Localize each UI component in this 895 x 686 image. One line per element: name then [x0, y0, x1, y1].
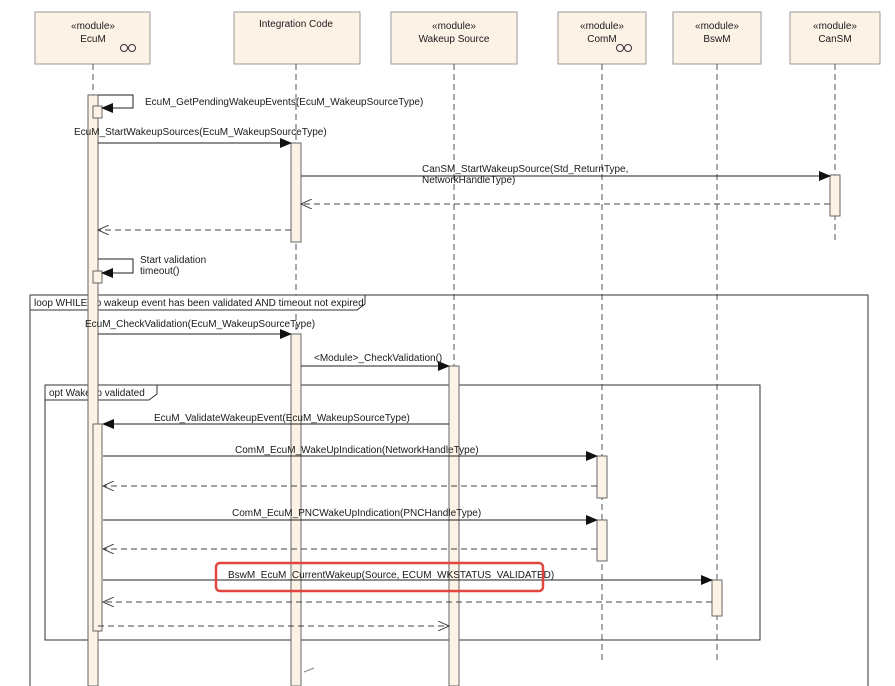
ecum-validate-activation: [92, 423, 103, 632]
message-label: timeout(): [140, 266, 179, 277]
message-1: EcuM_GetPendingWakeupEvents(EcuM_WakeupS…: [98, 94, 423, 113]
fragment-frame: [29, 294, 869, 686]
message-14: BswM_EcuM_CurrentWakeup(Source, ECUM_WKS…: [103, 561, 713, 593]
message-9: EcuM_ValidateWakeupEvent(EcuM_WakeupSour…: [102, 413, 449, 429]
fragment-frame: [44, 384, 761, 641]
message-7: EcuM_CheckValidation(EcuM_WakeupSourceTy…: [85, 319, 315, 339]
participant-stereotype: «module»: [695, 21, 739, 32]
participant-stereotype: «module»: [580, 21, 624, 32]
wake-activation: [448, 365, 460, 686]
participant-name: BswM: [703, 34, 730, 45]
participant-stereotype: «module»: [71, 21, 115, 32]
participant-box: [789, 11, 881, 65]
participant-box: [233, 11, 361, 65]
message-label: NetworkHandleType): [422, 175, 515, 186]
participant-box: [557, 11, 647, 65]
participant-box: [390, 11, 518, 65]
participant-stereotype: «module»: [813, 21, 857, 32]
message-label: EcuM_CheckValidation(EcuM_WakeupSourceTy…: [85, 319, 315, 330]
message-label: EcuM_ValidateWakeupEvent(EcuM_WakeupSour…: [154, 413, 410, 424]
fragment-tab: [44, 384, 158, 401]
message-label: ComM_EcuM_PNCWakeUpIndication(PNCHandleT…: [232, 508, 481, 519]
message-label: ComM_EcuM_WakeUpIndication(NetworkHandle…: [235, 445, 479, 456]
participant-name: CanSM: [818, 34, 851, 45]
comm-activation: [596, 455, 608, 499]
participant-wake: «module» Wakeup Source: [390, 11, 518, 65]
fragment-loop: loop WHILE no wakeup event has been vali…: [29, 294, 869, 686]
participant-box: [34, 11, 151, 65]
participant-bswm: «module» BswM: [672, 11, 762, 65]
comm-activation: [596, 519, 608, 562]
integ-activation: [290, 333, 302, 686]
ecum-self-activation: [92, 270, 103, 284]
ecum-activation-main: [87, 94, 99, 686]
participant-integ: Integration Code: [233, 11, 361, 65]
participant-name: Integration Code: [259, 19, 333, 30]
message-12: ComM_EcuM_PNCWakeUpIndication(PNCHandleT…: [103, 508, 598, 525]
participant-name: EcuM: [80, 34, 106, 45]
fragment-tab: [29, 294, 366, 311]
message-label: EcuM_StartWakeupSources(EcuM_WakeupSourc…: [74, 127, 327, 138]
fragment-label: loop WHILE no wakeup event has been vali…: [34, 298, 364, 309]
truncated-arrow-hint: [303, 667, 315, 673]
highlight-box: [214, 561, 545, 593]
message-2: EcuM_StartWakeupSources(EcuM_WakeupSourc…: [74, 127, 327, 148]
participant-name: Wakeup Source: [419, 34, 490, 45]
bswm-activation: [711, 579, 723, 617]
participant-name: ComM: [587, 34, 616, 45]
message-3: CanSM_StartWakeupSource(Std_ReturnType,N…: [301, 164, 831, 186]
participant-cansm: «module» CanSM: [789, 11, 881, 65]
message-label: CanSM_StartWakeupSource(Std_ReturnType,: [422, 164, 628, 175]
participant-ecum: «module» EcuM: [34, 11, 151, 65]
message-label: EcuM_GetPendingWakeupEvents(EcuM_WakeupS…: [145, 97, 423, 108]
cansm-activation: [829, 174, 841, 217]
message-label: Start validation: [140, 255, 206, 266]
participant-comm: «module» ComM: [557, 11, 647, 65]
message-10: ComM_EcuM_WakeUpIndication(NetworkHandle…: [103, 445, 598, 461]
self-message-arrow: [98, 94, 134, 113]
ecum-self-activation: [92, 105, 103, 119]
self-message-arrow: [98, 258, 134, 278]
message-8: <Module>_CheckValidation(): [301, 353, 450, 371]
participant-stereotype: «module»: [432, 21, 476, 32]
message-label: <Module>_CheckValidation(): [314, 353, 442, 364]
integ-activation: [290, 142, 302, 243]
message-label: BswM_EcuM_CurrentWakeup(Source, ECUM_WKS…: [228, 570, 554, 581]
